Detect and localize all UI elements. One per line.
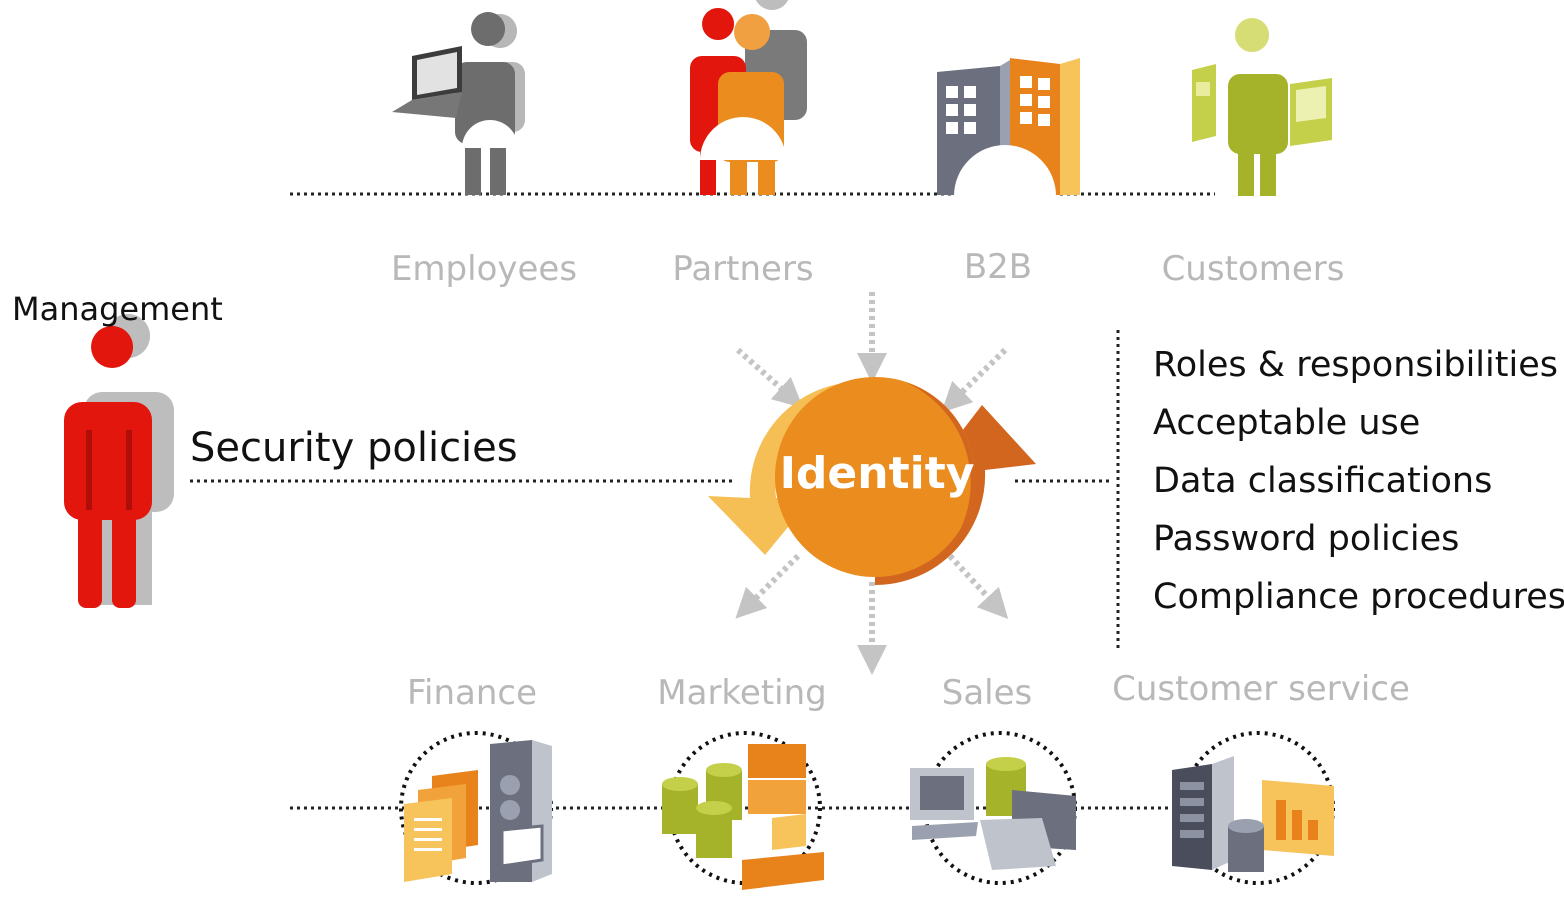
arrow-out-left — [735, 553, 801, 619]
department-label-marketing: Marketing — [657, 673, 827, 713]
policy-list: Roles & responsibilities Acceptable use … — [1153, 345, 1564, 635]
security-policies-label: Security policies — [190, 425, 518, 471]
marketing-circle — [668, 731, 822, 885]
customer-devices-icon — [1192, 18, 1332, 196]
partners-group-icon — [690, 0, 807, 195]
identity-cycle-icon — [708, 377, 1036, 586]
radiating-arrows — [735, 292, 1009, 675]
employee-laptop-icon — [392, 12, 525, 195]
b2b-buildings-icon — [937, 58, 1080, 196]
management-person-icon — [64, 314, 174, 608]
department-label-customer-service: Customer service — [1112, 669, 1410, 709]
group-label-b2b: B2B — [963, 247, 1033, 287]
policy-item: Password policies — [1153, 519, 1460, 559]
arrow-in-right — [941, 347, 1008, 413]
policy-item: Acceptable use — [1153, 403, 1421, 443]
finance-documents-server-icon — [404, 740, 552, 882]
sales-computer-icon — [910, 757, 1076, 870]
department-label-sales: Sales — [941, 673, 1033, 713]
arrow-in-left — [736, 347, 804, 408]
group-label-partners: Partners — [672, 249, 814, 289]
identity-label: Identity — [779, 448, 975, 499]
group-label-customers: Customers — [1161, 249, 1345, 289]
policy-item: Data classifications — [1153, 461, 1493, 501]
customer-service-server-icon — [1172, 756, 1334, 872]
policy-item: Roles & responsibilities — [1153, 345, 1558, 385]
marketing-databases-icon — [662, 744, 824, 890]
management-label: Management — [12, 290, 223, 328]
group-label-employees: Employees — [390, 249, 578, 289]
department-label-finance: Finance — [406, 673, 538, 713]
arrow-out-right — [947, 553, 1009, 620]
policy-item: Compliance procedures — [1153, 577, 1564, 617]
